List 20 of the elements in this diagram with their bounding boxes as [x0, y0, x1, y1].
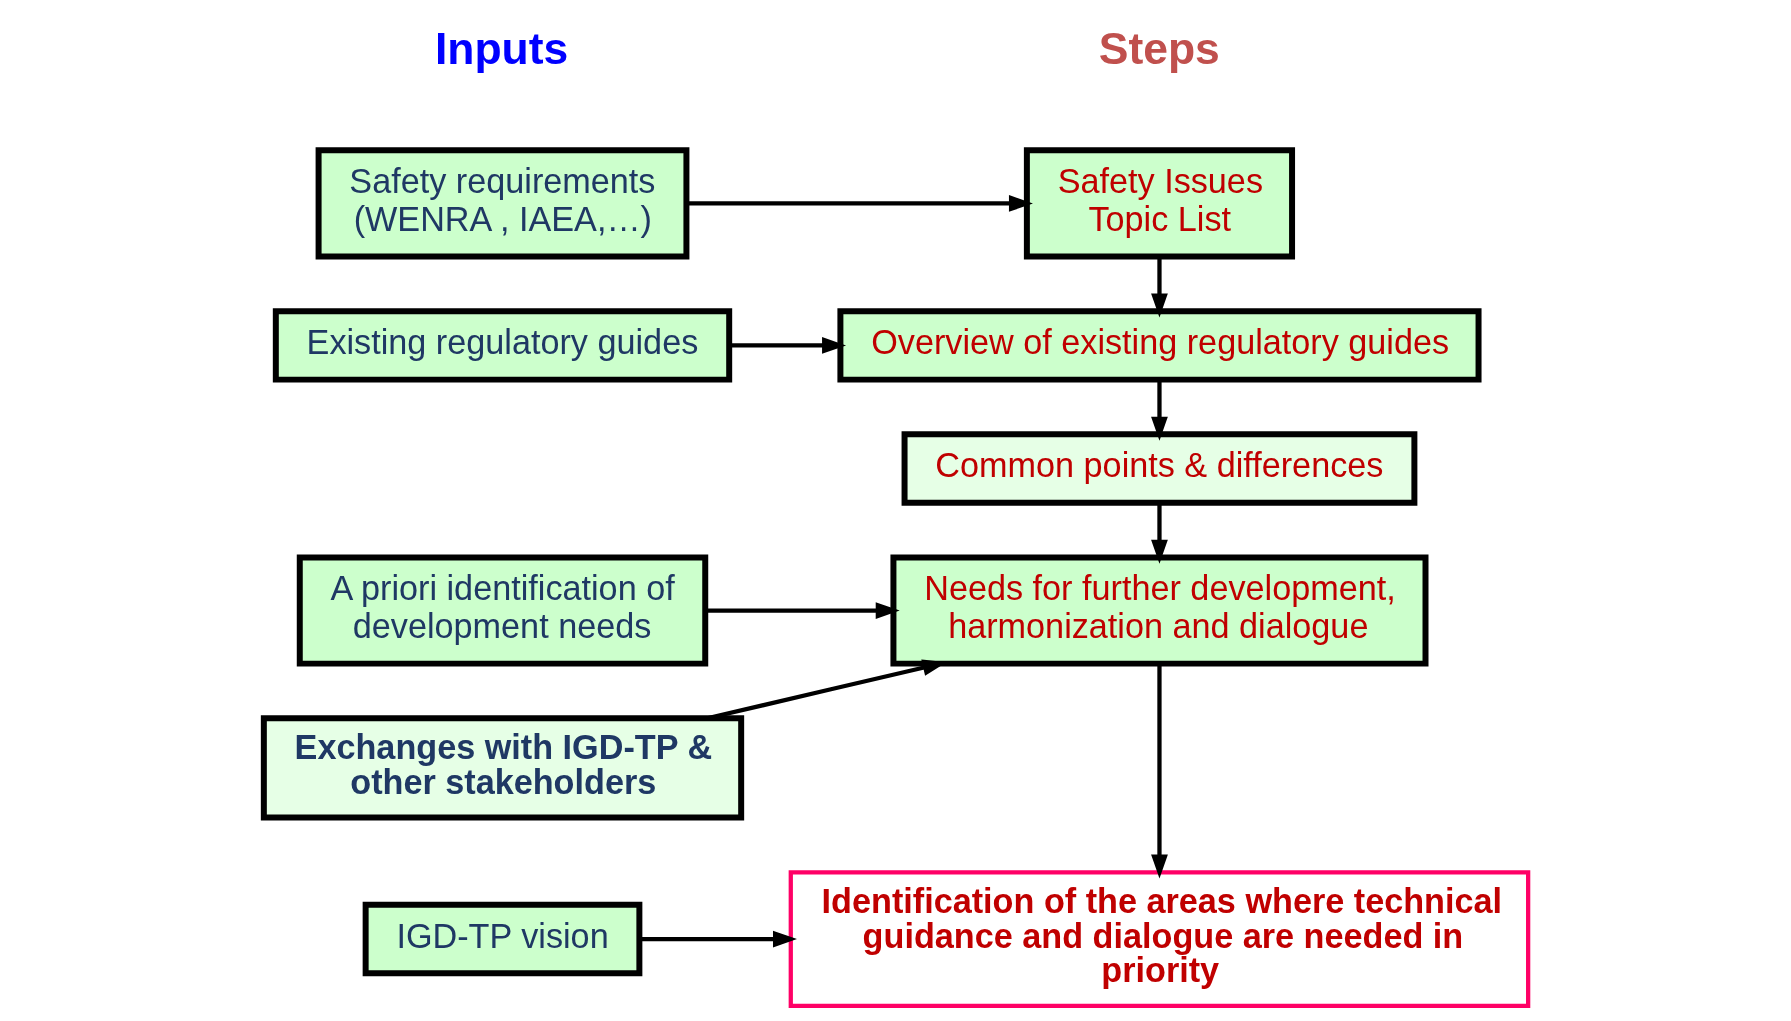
- arrow: [639, 930, 797, 948]
- node-box: Exchanges with IGD-TP & other stakeholders: [260, 715, 744, 821]
- arrow: [1150, 379, 1168, 441]
- node-box: Identification of the areas where technical guidance and dialogue are needed in priority: [788, 870, 1530, 1008]
- node-box: Overview of existing regulatory guides: [836, 308, 1482, 383]
- label: Steps: [1098, 24, 1220, 74]
- arrow: [1150, 503, 1168, 564]
- arrow: [686, 195, 1033, 212]
- arrow: [1150, 256, 1168, 318]
- arrow: [729, 337, 846, 354]
- arrow: [705, 602, 900, 619]
- node-box: Common points & differences: [901, 431, 1417, 506]
- node-box: IGD-TP vision: [362, 901, 642, 977]
- node-box: Safety requirements (WENRA , IAEA,…): [315, 147, 689, 260]
- node-box: A priori identification of development needs: [296, 554, 708, 667]
- node-box: Needs for further development, harmonization and dialogue: [889, 554, 1428, 667]
- label: Inputs: [434, 24, 568, 74]
- arrow: [1150, 663, 1168, 879]
- node-box: Safety Issues Topic List: [1023, 147, 1295, 260]
- node-box: Existing regulatory guides: [272, 308, 732, 383]
